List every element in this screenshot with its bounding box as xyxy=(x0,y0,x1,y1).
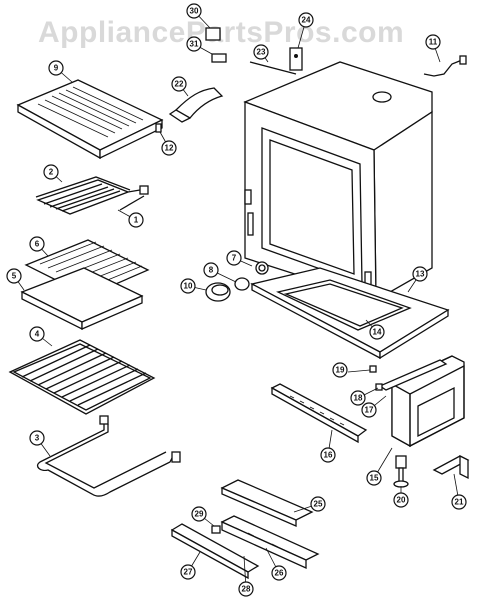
part-20-leveling-leg xyxy=(393,455,409,488)
svg-text:15: 15 xyxy=(370,474,379,483)
callout-18: 18 xyxy=(350,390,366,406)
svg-text:27: 27 xyxy=(184,568,193,577)
callout-3: 3 xyxy=(29,430,45,446)
callout-10: 10 xyxy=(180,278,196,294)
part-30-31-brackets xyxy=(205,27,227,63)
callout-15: 15 xyxy=(366,470,382,486)
callout-12: 12 xyxy=(161,140,177,156)
part-9-top-panel xyxy=(16,79,164,160)
callout-30: 30 xyxy=(186,3,202,19)
svg-text:8: 8 xyxy=(209,266,214,275)
svg-text:28: 28 xyxy=(242,585,251,594)
callout-22: 22 xyxy=(171,76,187,92)
callout-1: 1 xyxy=(128,212,144,228)
part-22-vent-duct xyxy=(168,87,224,123)
svg-text:25: 25 xyxy=(314,500,323,509)
svg-text:23: 23 xyxy=(257,48,266,57)
part-27-drawer-handle xyxy=(170,523,260,580)
part-16-drawer-slide xyxy=(270,383,368,444)
callout-13: 13 xyxy=(412,266,428,282)
svg-text:24: 24 xyxy=(302,16,311,25)
callout-8: 8 xyxy=(203,262,219,278)
callout-20: 20 xyxy=(393,492,409,508)
callout-17: 17 xyxy=(361,402,377,418)
callout-26: 26 xyxy=(271,565,287,581)
svg-text:19: 19 xyxy=(336,366,345,375)
svg-text:7: 7 xyxy=(232,254,237,263)
callout-6: 6 xyxy=(29,236,45,252)
svg-text:21: 21 xyxy=(455,498,464,507)
callout-14: 14 xyxy=(369,324,385,340)
callout-29: 29 xyxy=(191,506,207,522)
svg-text:11: 11 xyxy=(429,38,438,47)
svg-text:20: 20 xyxy=(397,496,406,505)
svg-text:30: 30 xyxy=(190,7,199,16)
parts-26-28-drawer-front xyxy=(211,515,320,570)
watermark-text: AppliancePartsPros.com xyxy=(38,16,404,49)
part-13-bottom-panel xyxy=(250,267,450,360)
svg-text:16: 16 xyxy=(324,451,333,460)
callout-16: 16 xyxy=(320,447,336,463)
svg-text:12: 12 xyxy=(165,144,174,153)
svg-text:26: 26 xyxy=(275,569,284,578)
svg-text:22: 22 xyxy=(175,80,184,89)
svg-text:9: 9 xyxy=(54,64,59,73)
svg-text:2: 2 xyxy=(49,168,54,177)
callout-2: 2 xyxy=(43,164,59,180)
callout-23: 23 xyxy=(253,44,269,60)
part-21-anti-tip-bracket xyxy=(432,454,470,480)
callout-9: 9 xyxy=(48,60,64,76)
part-4-oven-rack xyxy=(8,339,156,415)
part-2-broil-element xyxy=(35,176,149,215)
callout-28: 28 xyxy=(238,581,254,597)
callout-21: 21 xyxy=(451,494,467,510)
svg-text:31: 31 xyxy=(190,40,199,49)
svg-text:6: 6 xyxy=(35,240,40,249)
part-23-sensor xyxy=(249,47,303,75)
callout-4: 4 xyxy=(29,326,45,342)
svg-text:29: 29 xyxy=(195,510,204,519)
svg-text:5: 5 xyxy=(12,272,17,281)
svg-text:13: 13 xyxy=(416,270,425,279)
svg-text:14: 14 xyxy=(373,328,382,337)
callout-25: 25 xyxy=(310,496,326,512)
callout-7: 7 xyxy=(226,250,242,266)
callout-19: 19 xyxy=(332,362,348,378)
callout-11: 11 xyxy=(425,34,441,50)
svg-text:18: 18 xyxy=(354,394,363,403)
callout-24: 24 xyxy=(298,12,314,28)
part-25-drawer-panel xyxy=(220,479,314,527)
callout-5: 5 xyxy=(6,268,22,284)
callout-31: 31 xyxy=(186,36,202,52)
svg-text:3: 3 xyxy=(35,434,40,443)
part-14-element-cover xyxy=(276,279,412,331)
part-12-screw xyxy=(155,123,162,133)
part-11-wire xyxy=(423,55,467,77)
svg-text:1: 1 xyxy=(134,216,139,225)
svg-text:17: 17 xyxy=(365,406,374,415)
svg-text:4: 4 xyxy=(35,330,40,339)
callout-27: 27 xyxy=(180,564,196,580)
svg-text:10: 10 xyxy=(184,282,193,291)
part-3-bake-element xyxy=(36,415,181,497)
parts-7-8-10-light-assembly xyxy=(205,261,269,302)
parts-17-18-19-drawer-rail xyxy=(369,359,448,391)
oven-cavity xyxy=(243,61,433,302)
part-5-broil-pan xyxy=(20,267,144,331)
